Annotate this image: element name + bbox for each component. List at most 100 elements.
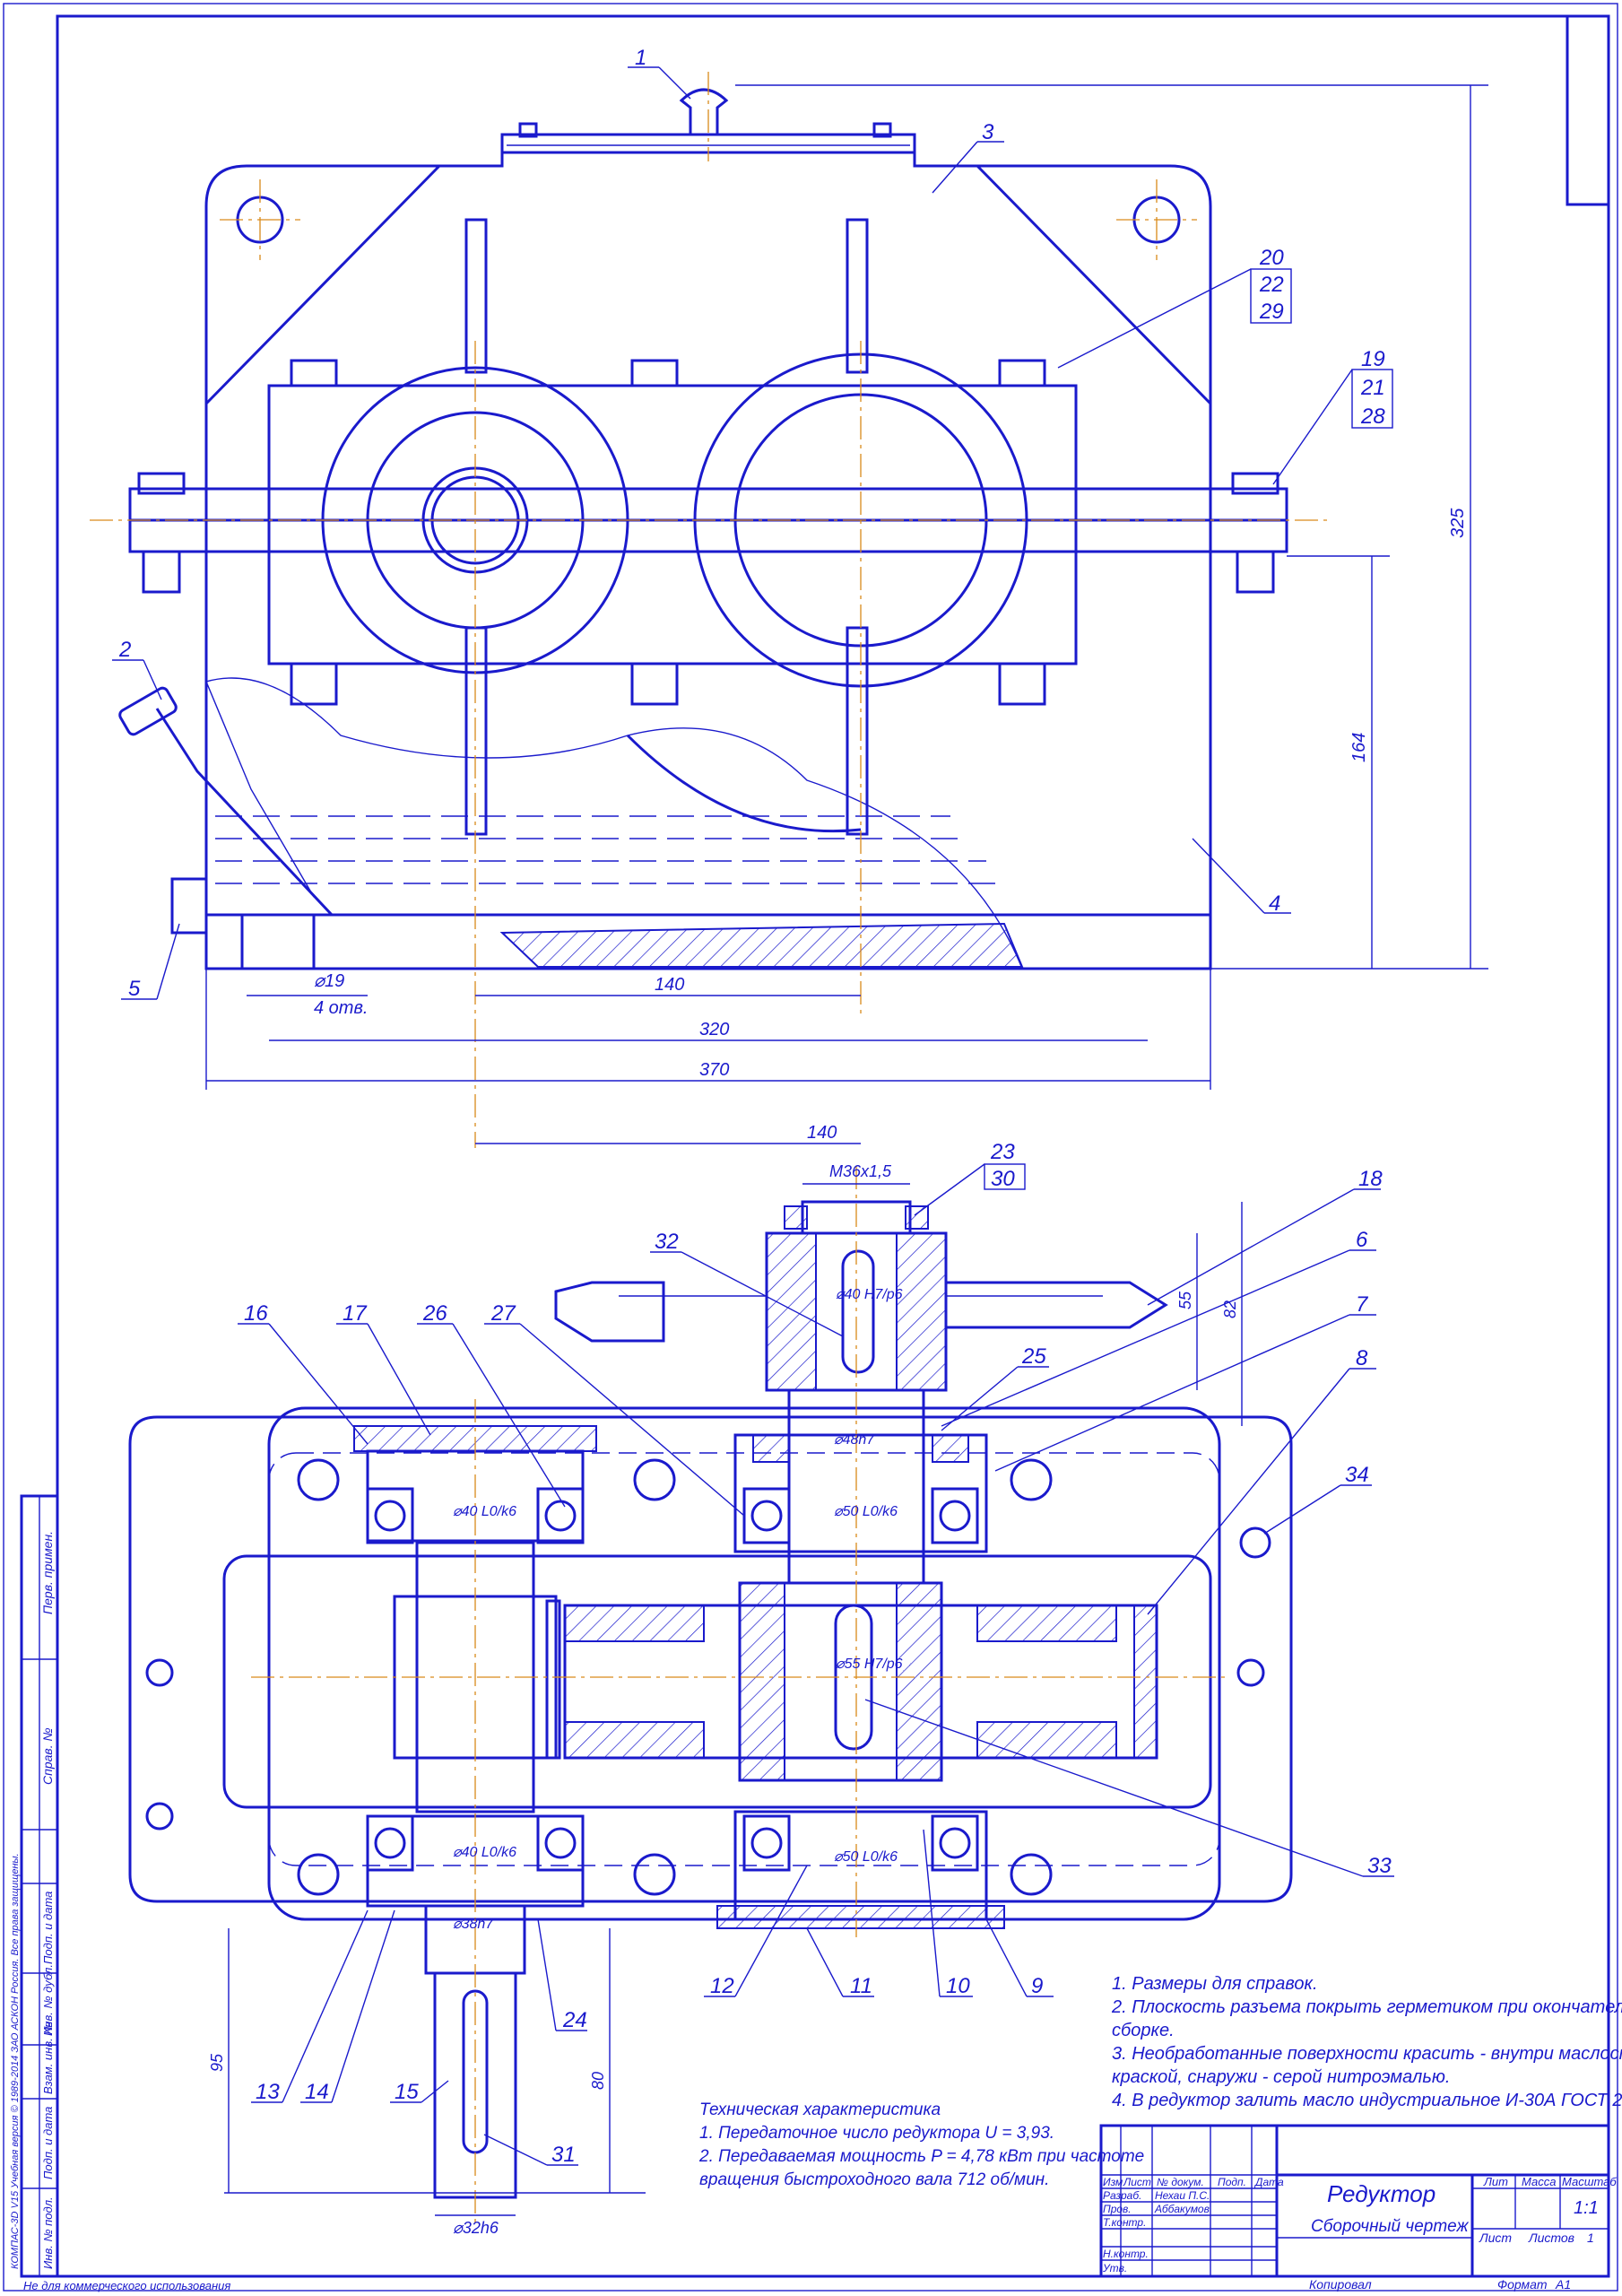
callout-11: 11: [850, 1974, 872, 1998]
callout-13: 13: [256, 2080, 280, 2104]
callout-34: 34: [1345, 1463, 1369, 1487]
tb-name: Редуктор: [1327, 2180, 1436, 2207]
note-3-cont: краской, снаружи - серой нитроэмалью.: [1112, 2067, 1450, 2087]
stamp-inv-podl: Инв. № подл.: [41, 2196, 55, 2269]
callout-7: 7: [1356, 1292, 1369, 1317]
tb-scale-label: Масштаб: [1562, 2175, 1617, 2188]
tb-tkontr: Т.контр.: [1103, 2216, 1146, 2229]
callout-21: 21: [1360, 376, 1385, 400]
tb-format: Формат: [1497, 2277, 1548, 2292]
tb-prov: Пров.: [1103, 2203, 1132, 2215]
dim-d50k6-bottom: ⌀50 L0/k6: [834, 1849, 898, 1865]
tb-podp: Подп.: [1218, 2176, 1246, 2188]
dim-d38h7: ⌀38h7: [453, 1917, 494, 1932]
front-view: [90, 72, 1327, 1148]
callout-19: 19: [1361, 347, 1385, 371]
callout-23: 23: [990, 1140, 1015, 1164]
dim-d40k6-bottom: ⌀40 L0/k6: [453, 1845, 516, 1860]
tb-mass: Масса: [1522, 2175, 1556, 2188]
callout-14: 14: [305, 2080, 329, 2104]
tech-title: Техническая характеристика: [699, 2100, 941, 2119]
callout-33: 33: [1367, 1854, 1392, 1878]
callout-25: 25: [1021, 1344, 1046, 1369]
tb-data: Дата: [1253, 2176, 1284, 2188]
tb-sheets-value: 1: [1587, 2231, 1594, 2245]
dim-d55h7: ⌀55 H7/p6: [836, 1657, 903, 1672]
callout-18: 18: [1358, 1167, 1383, 1191]
stamp-perv-primen: Перв. примен.: [40, 1531, 55, 1614]
note-3: 3. Необработанные поверхности красить - …: [1112, 2044, 1622, 2064]
tb-doc-type: Сборочный чертеж: [1311, 2217, 1470, 2236]
tech-block: Техническая характеристика 1. Передаточн…: [698, 2100, 1144, 2189]
tech-2: 2. Передаваемая мощность P = 4,78 кВт пр…: [698, 2147, 1144, 2166]
housing-plan: [128, 1415, 1293, 1903]
stamp-podp-data-2: Подп. и дата: [41, 2107, 55, 2179]
callout-3: 3: [982, 120, 994, 144]
dim-d19: ⌀19: [314, 971, 344, 991]
callout-27: 27: [490, 1301, 516, 1326]
callout-15: 15: [395, 2080, 419, 2104]
tech-3: вращения быстроходного вала 712 об/мин.: [699, 2170, 1049, 2189]
callout-16: 16: [244, 1301, 268, 1326]
dim-d40h7: ⌀40 H7/p6: [836, 1287, 903, 1302]
tb-prov-name: Аббакумов: [1154, 2203, 1210, 2215]
callout-31: 31: [551, 2143, 576, 2167]
dim-55: 55: [1176, 1291, 1194, 1309]
note-4: 4. В редуктор залить масло индустриально…: [1112, 2091, 1622, 2110]
dim-m36: М36х1,5: [829, 1162, 892, 1180]
stamp-podp-data-1: Подп. и дата: [41, 1892, 55, 1964]
tb-format-value: A1: [1555, 2277, 1571, 2292]
drawing-frame: [56, 14, 1610, 2278]
dim-80: 80: [589, 2072, 607, 2090]
callout-8: 8: [1356, 1346, 1368, 1370]
tb-scale: 1:1: [1574, 2198, 1599, 2218]
callout-24: 24: [562, 2008, 587, 2032]
tb-razrab-name: Нехаи П.С.: [1155, 2189, 1210, 2202]
dim-d50k6-top: ⌀50 L0/k6: [834, 1504, 898, 1519]
callout-22: 22: [1259, 273, 1284, 297]
callout-9: 9: [1031, 1974, 1043, 1998]
tb-sheet: Лист: [1479, 2231, 1512, 2245]
tb-lit: Лит: [1483, 2175, 1508, 2188]
dim-d40k6-top: ⌀40 L0/k6: [453, 1504, 516, 1519]
callout-20: 20: [1259, 246, 1284, 270]
breather: [679, 88, 729, 136]
callout-28: 28: [1360, 404, 1385, 429]
stamp-vzam-inv: Взам. инв. №: [41, 2022, 55, 2094]
tb-izm: Изм: [1103, 2176, 1123, 2188]
callout-26: 26: [422, 1301, 447, 1326]
tb-copied: Копировал: [1309, 2277, 1372, 2292]
callout-6: 6: [1356, 1228, 1368, 1252]
section-view: [128, 1166, 1293, 2224]
note-2: 2. Плоскость разъема покрыть герметиком …: [1111, 1997, 1622, 2017]
callout-17: 17: [343, 1301, 368, 1326]
side-stamp: Перв. примен. Справ. № Подп. и дата Инв.…: [10, 1494, 59, 2278]
callout-12: 12: [710, 1974, 734, 1998]
dim-82: 82: [1221, 1300, 1239, 1318]
kompas-notice: КОМПАС-3D V15 Учебная версия © 1989-2014…: [10, 1853, 21, 2269]
stamp-sprav: Справ. №: [40, 1727, 55, 1785]
dim-4-holes: 4 отв.: [314, 998, 368, 1018]
sheet-border: [3, 3, 1618, 2292]
dim-140a: 140: [655, 975, 684, 995]
tb-razrab: Разраб.: [1103, 2189, 1141, 2202]
dim-95: 95: [208, 2053, 226, 2072]
notes-block: 1. Размеры для справок. 2. Плоскость раз…: [1111, 1974, 1622, 2110]
dipstick: [155, 708, 334, 917]
dim-d48h7: ⌀48h7: [834, 1432, 875, 1448]
callout-2: 2: [118, 638, 131, 662]
tb-utv: Утв.: [1102, 2262, 1127, 2274]
callout-1: 1: [635, 46, 646, 70]
dim-370: 370: [699, 1060, 729, 1080]
sprocket-left: [554, 1281, 665, 1343]
footer-noncommercial: Не для коммерческого использования: [23, 2279, 230, 2292]
tb-nkontr: Н.контр.: [1103, 2248, 1149, 2260]
stamp-inv-dubl: Инв. № дубл.: [41, 1964, 55, 2036]
tb-sheets: Листов: [1528, 2231, 1574, 2245]
callout-4: 4: [1269, 891, 1280, 916]
callout-29: 29: [1259, 300, 1284, 324]
sprocket-right: [944, 1281, 1168, 1329]
top-right-box: [1566, 14, 1610, 206]
dim-320: 320: [699, 1020, 729, 1039]
